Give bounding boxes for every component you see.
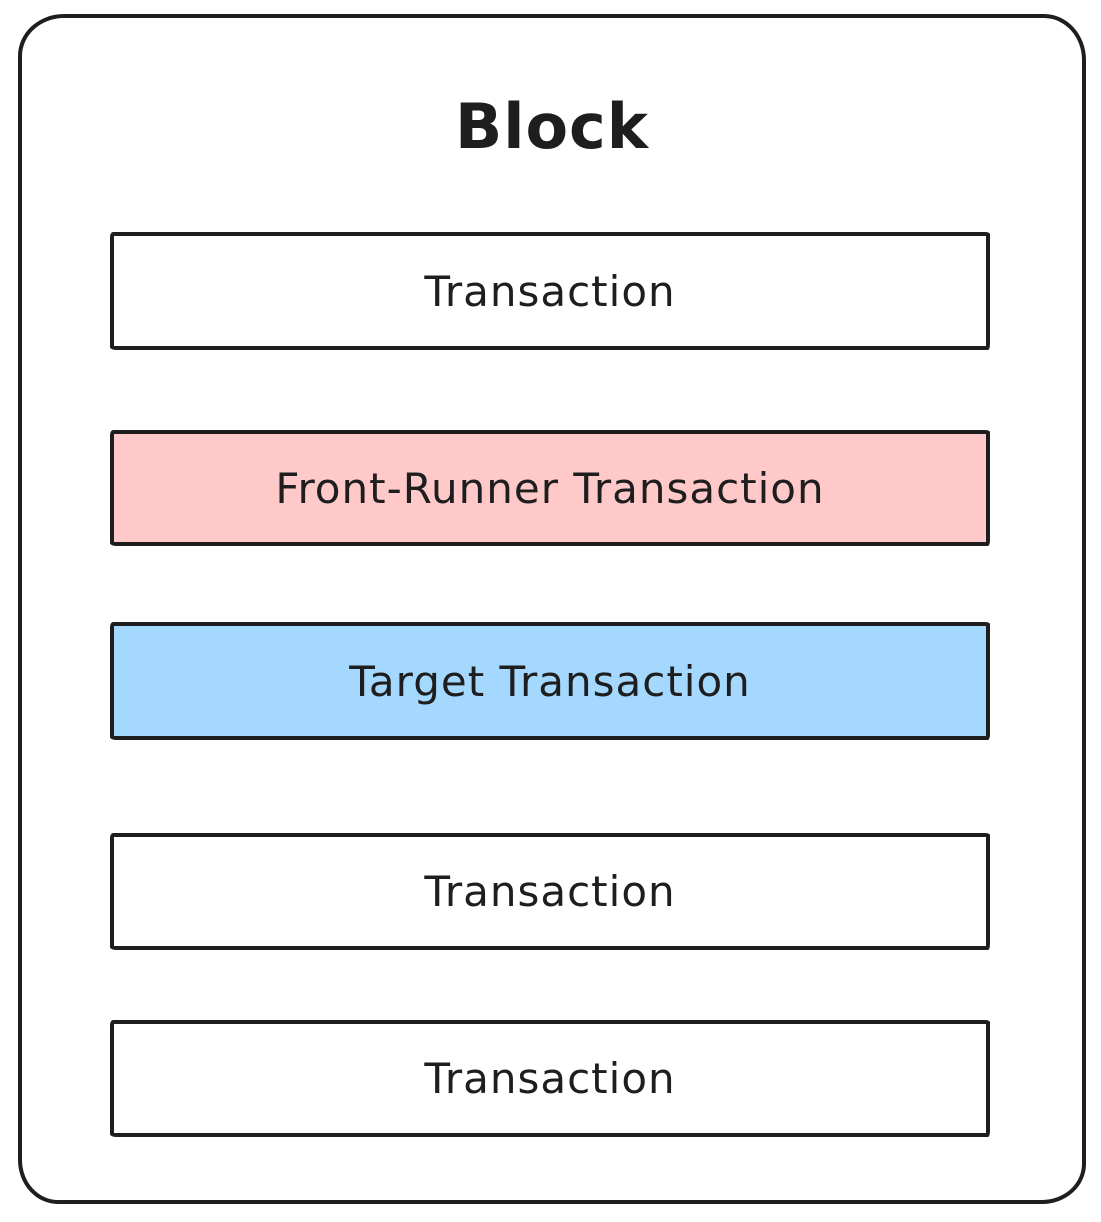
transaction-box: Transaction xyxy=(110,1020,990,1137)
target-transaction-box: Target Transaction xyxy=(110,622,990,740)
front-runner-transaction-label: Front-Runner Transaction xyxy=(275,463,825,513)
target-transaction-label: Target Transaction xyxy=(349,656,751,706)
block-title: Block xyxy=(454,90,650,163)
transaction-label: Transaction xyxy=(424,867,676,916)
transaction-box: Transaction xyxy=(110,232,990,350)
transaction-box: Transaction xyxy=(110,833,990,950)
transaction-label: Transaction xyxy=(424,1054,676,1103)
front-runner-transaction-box: Front-Runner Transaction xyxy=(110,430,990,546)
block-container: Block Transaction Front-Runner Transacti… xyxy=(18,14,1086,1204)
transaction-label: Transaction xyxy=(424,266,676,316)
